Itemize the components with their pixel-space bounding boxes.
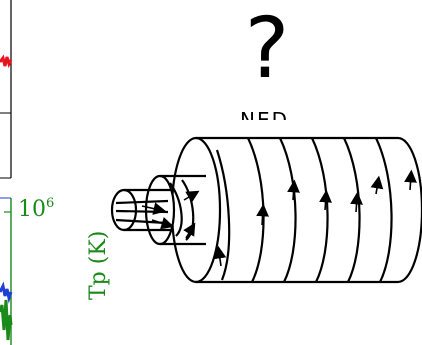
- nested-field-tube-icon: [0, 0, 422, 345]
